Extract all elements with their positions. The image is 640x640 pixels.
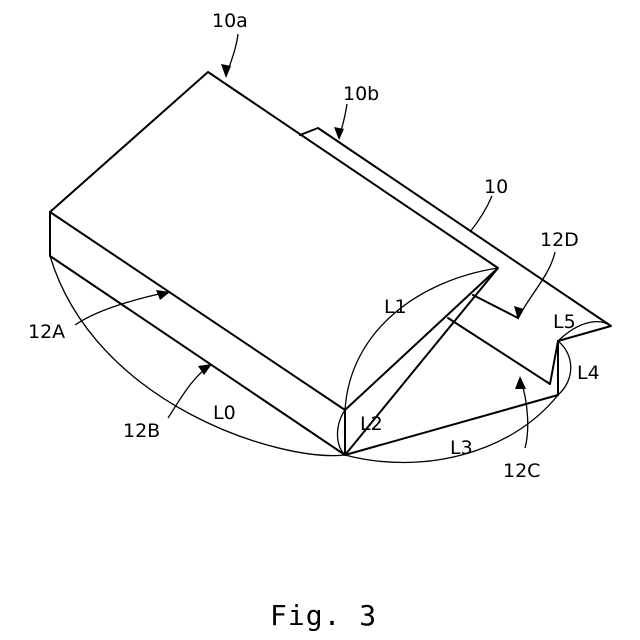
label-12B: 12B (123, 420, 160, 442)
arrowheads (156, 64, 526, 389)
label-L3: L3 (450, 437, 473, 459)
label-L1: L1 (384, 296, 407, 318)
L4-dimension-curve (558, 341, 571, 395)
block-10b-outline (300, 128, 611, 455)
label-10b: 10b (343, 83, 379, 105)
label-12A: 12A (28, 321, 65, 343)
arrow-12C (515, 376, 526, 389)
label-12D: 12D (540, 229, 579, 251)
figure-caption: Fig. 3 (270, 599, 377, 632)
arrow-12D (514, 306, 524, 320)
label-L0: L0 (213, 402, 236, 424)
arrow-10a (221, 64, 231, 78)
L2-dimension-curve (338, 410, 346, 455)
reference-leaders (75, 34, 555, 448)
label-L5: L5 (553, 311, 576, 333)
label-10: 10 (484, 176, 508, 198)
label-10a: 10a (212, 10, 248, 32)
block-10a-outline (50, 72, 498, 455)
leader-12A (75, 292, 168, 325)
label-L2: L2 (360, 413, 383, 435)
leader-10 (470, 196, 492, 232)
label-12C: 12C (503, 460, 540, 482)
arrow-10b (334, 127, 344, 140)
label-L4: L4 (577, 362, 600, 384)
